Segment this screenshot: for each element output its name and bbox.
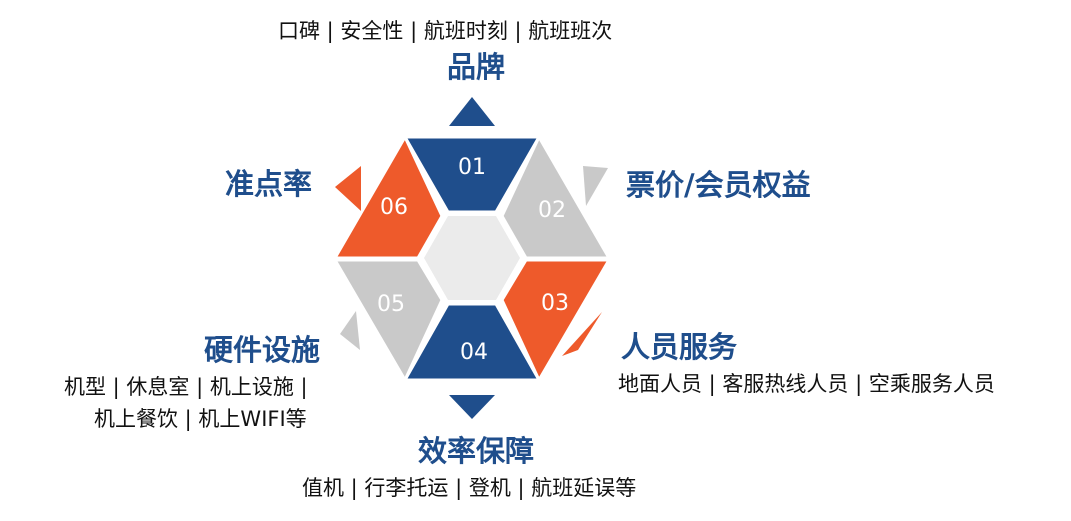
segment-06-number: 06: [380, 195, 408, 220]
segment-01-detail: 口碑 | 安全性 | 航班时刻 | 航班班次: [278, 19, 613, 43]
segment-05-number: 05: [377, 292, 405, 317]
segment-02-title: 票价/会员权益: [626, 168, 811, 202]
segment-05-detail-line2: 机上餐饮 | 机上WIFI等: [94, 407, 307, 431]
segment-03-title: 人员服务: [621, 330, 738, 364]
segment-02-number: 02: [538, 198, 566, 223]
segment-02-pointer: [583, 166, 608, 206]
segment-04-title: 效率保障: [418, 434, 535, 468]
segment-03-number: 03: [541, 291, 569, 316]
segment-06-title: 准点率: [225, 167, 313, 201]
segment-05-shape: [333, 258, 444, 382]
segment-01-title: 品牌: [447, 50, 506, 84]
center-hexagon: [424, 216, 520, 300]
segment-04-shape: [403, 302, 541, 382]
segment-05-pointer: [340, 311, 360, 350]
segment-02-shape: [500, 135, 611, 260]
segment-05-title: 硬件设施: [204, 333, 321, 367]
segment-01-shape: [403, 135, 541, 214]
segment-04-number: 04: [460, 340, 488, 365]
segment-01-number: 01: [458, 155, 486, 180]
segment-04-detail: 值机 | 行李托运 | 登机 | 航班延误等: [302, 476, 637, 500]
segment-03-shape: [500, 258, 611, 382]
segment-01-pointer: [449, 97, 495, 126]
segment-03-detail: 地面人员 | 客服热线人员 | 空乘服务人员: [618, 372, 995, 396]
segment-03-pointer: [562, 312, 602, 356]
segment-06-shape: [333, 135, 444, 260]
segment-06-pointer: [335, 166, 361, 211]
segment-05-detail-line1: 机型 | 休息室 | 机上设施 |: [64, 375, 308, 399]
segment-04-pointer: [449, 395, 495, 419]
